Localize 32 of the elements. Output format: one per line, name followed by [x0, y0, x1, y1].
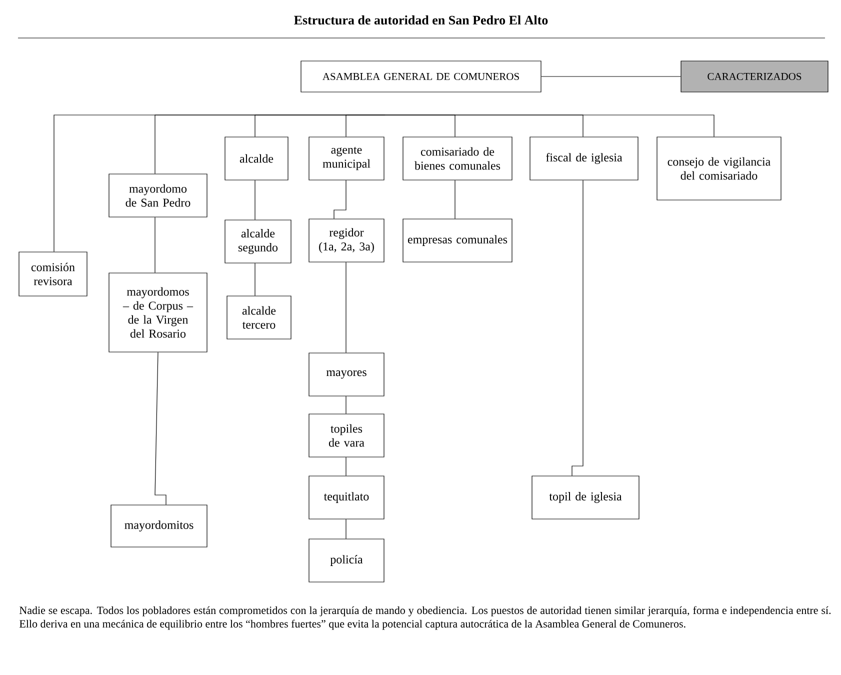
connector-line — [254, 263, 256, 296]
position-box: fiscal de iglesia — [530, 136, 638, 180]
position-box: comisión revisora — [18, 252, 88, 296]
connector-line — [154, 217, 156, 273]
position-box: agente municipal — [308, 136, 384, 180]
title-box: CARACTERIZADOS — [680, 60, 828, 92]
title-box: ASAMBLEA GENERAL DE COMUNEROS — [300, 60, 542, 92]
connector-line — [254, 180, 256, 220]
connector-line — [384, 114, 714, 137]
position-box: mayordomitos — [110, 504, 208, 548]
position-box: tequitlato — [308, 476, 384, 520]
connector-line — [454, 180, 456, 219]
position-box: topil de iglesia — [532, 476, 640, 520]
position-box: alcalde — [224, 136, 288, 180]
position-box: mayordomo de San Pedro — [108, 174, 208, 218]
position-box: alcalde tercero — [226, 296, 292, 340]
position-box: mayores — [308, 352, 384, 396]
position-box: mayordomos – de Corpus – de la Virgen del Rosario — [108, 272, 208, 352]
connector-line — [572, 180, 584, 476]
caption: Nadie se escapa. Todos los pobladores están comprometidos con la jerarquía de mando y obediencia. Los puestos de autoridad tienen similar jerarquía, forma e independencia entre sí. Ello deriva en una mecánica de equilibrio entre los “hombres fuertes” que evita la potencial captura autocrática de la Asamblea General de Comuneros. — [20, 606, 831, 630]
position-box: regidor (1a, 2a, 3a) — [308, 218, 384, 262]
position-box: alcalde segundo — [224, 220, 292, 264]
position-box: topiles de vara — [308, 414, 384, 458]
title: Estructura de autoridad en San Pedro El Alto — [294, 15, 548, 25]
position-box: comisariado de bienes comunales — [402, 136, 512, 180]
connector-line — [346, 114, 386, 137]
connector-line — [541, 76, 681, 77]
position-box: consejo de vigilancia del comisariado — [656, 136, 782, 200]
position-box: policía — [308, 538, 384, 582]
connector-line — [334, 180, 346, 219]
position-box: empresas comunales — [402, 218, 512, 262]
connector-line — [154, 352, 166, 505]
